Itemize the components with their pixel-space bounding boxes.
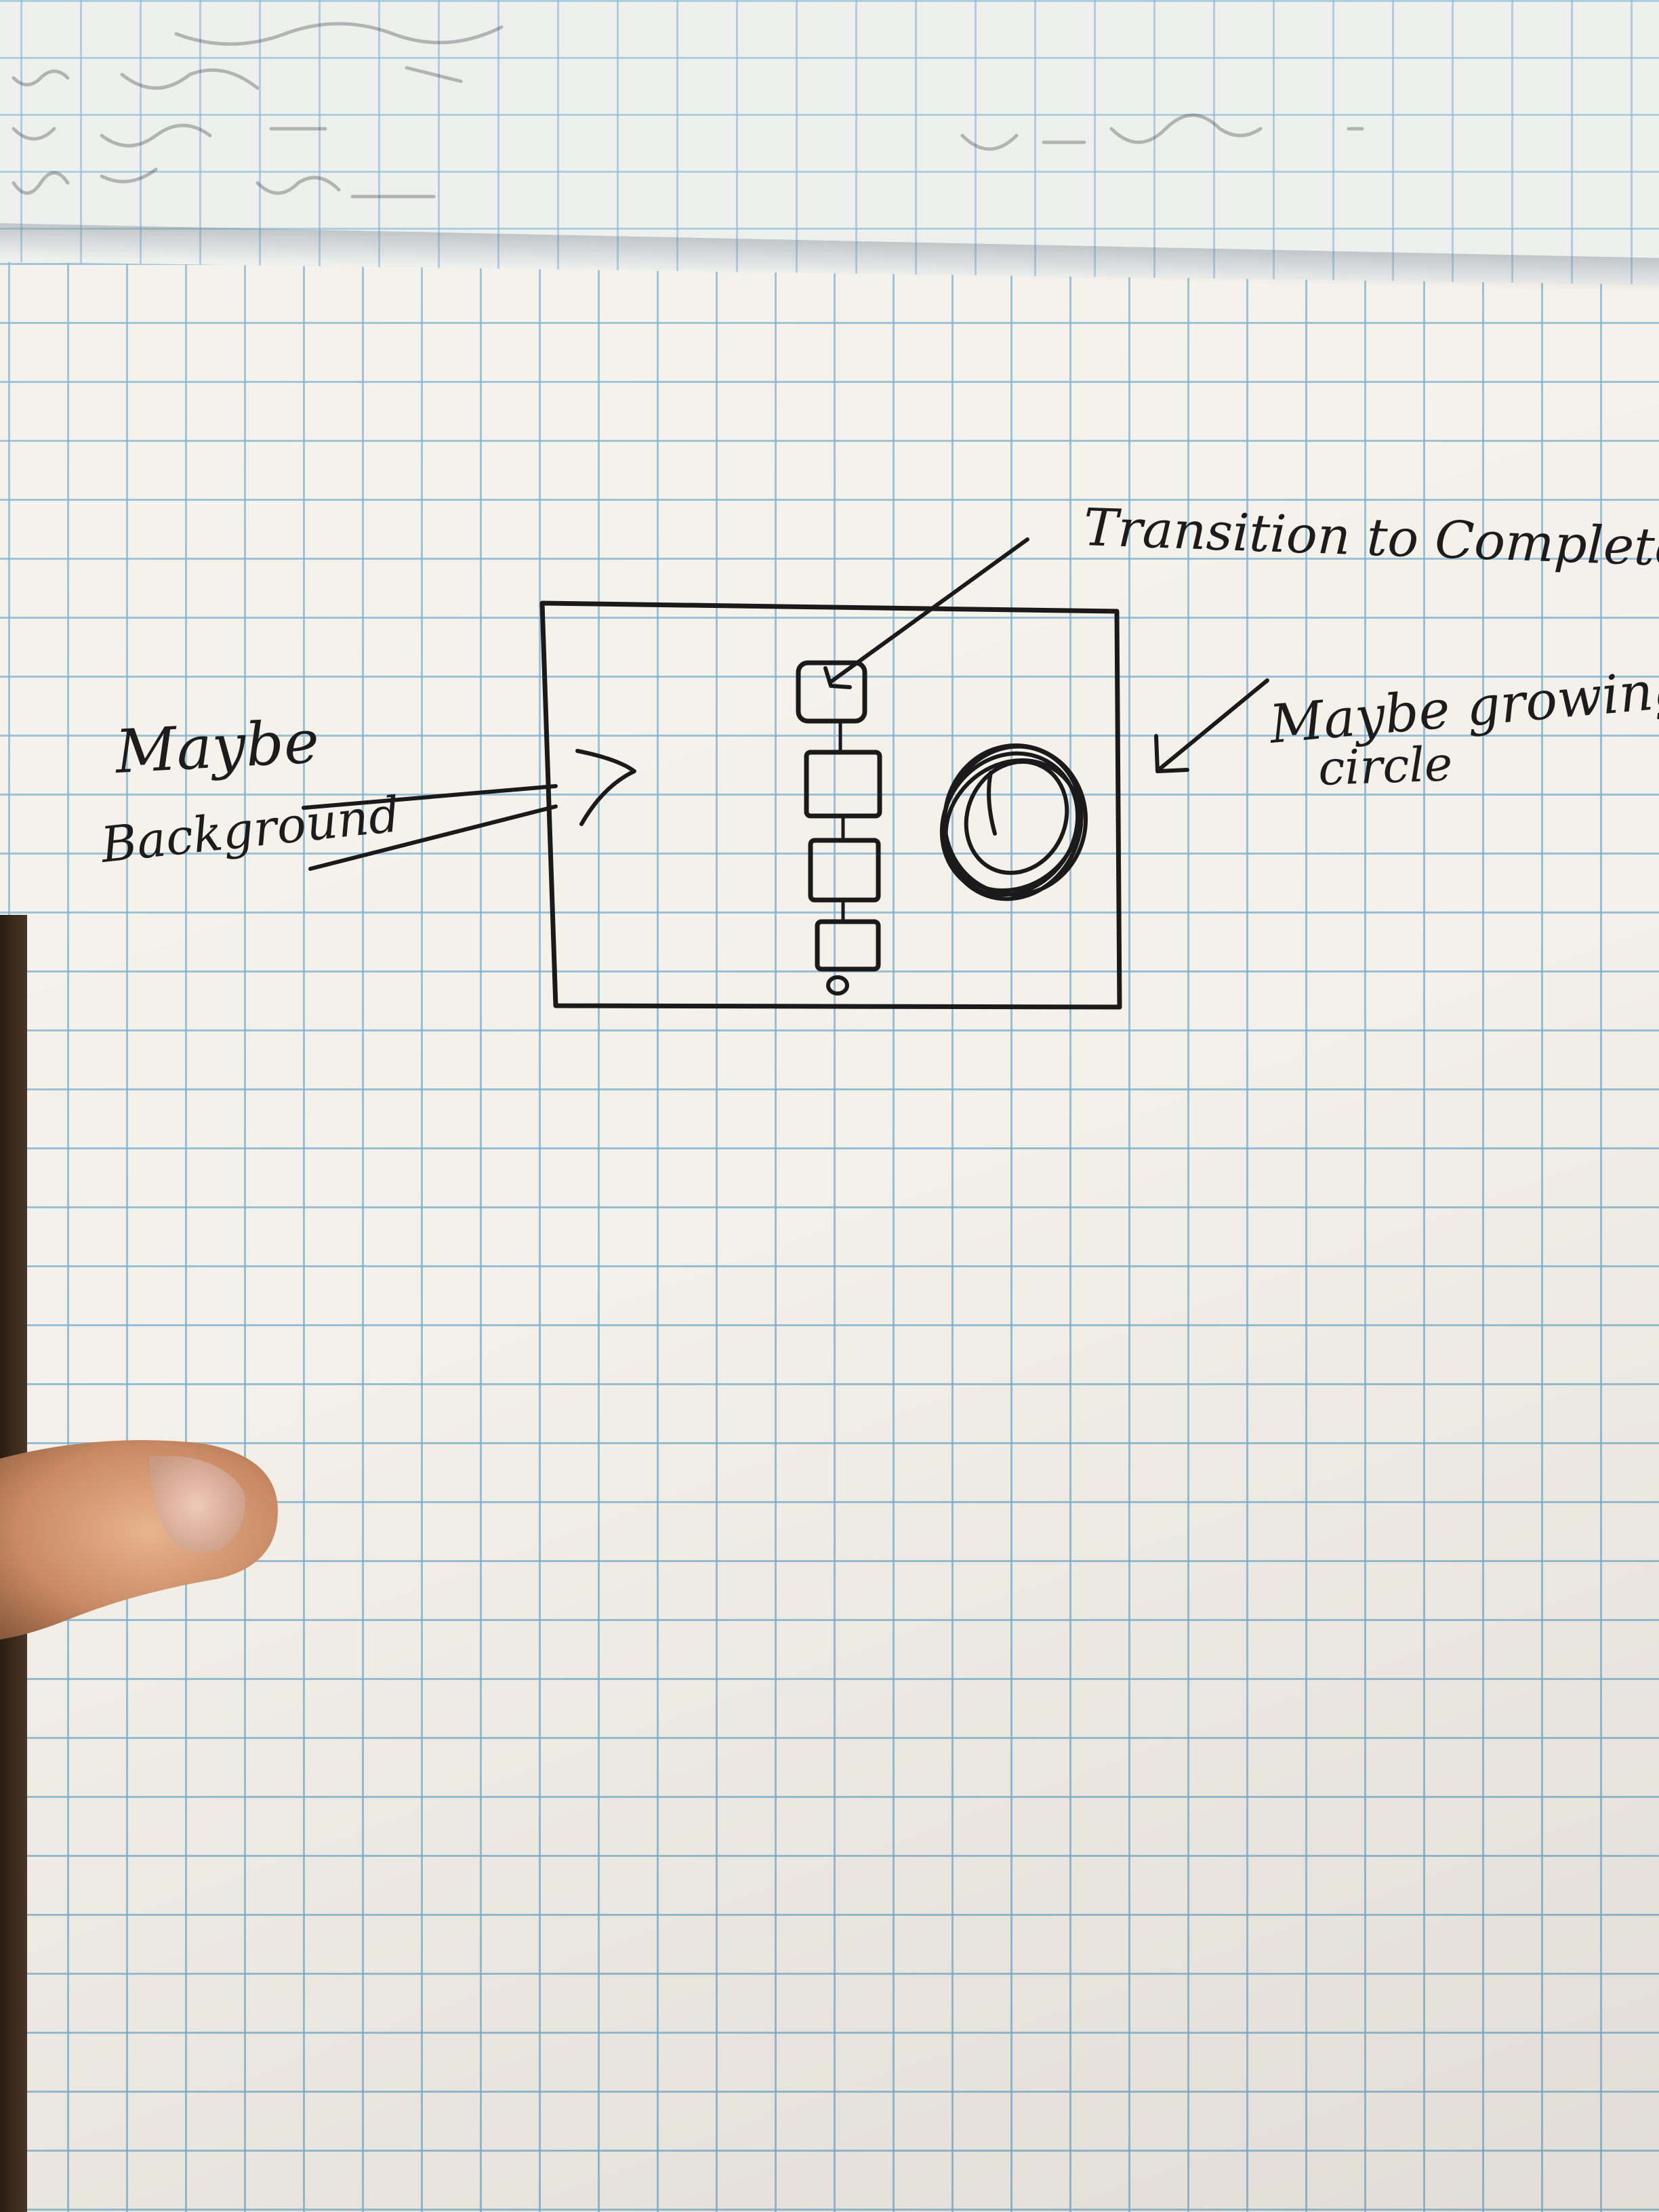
growing-circle (939, 743, 1088, 901)
small-dot (826, 975, 849, 996)
box-1 (796, 660, 867, 724)
stacked-boxes (796, 660, 882, 996)
transition-arrow (823, 537, 1029, 689)
thumb (0, 1440, 278, 1640)
box-2 (804, 750, 882, 819)
folded-previous-page (0, 0, 1659, 285)
background-arrow (302, 749, 636, 871)
label-maybe-left: Maybe (112, 706, 321, 787)
box-3 (808, 838, 881, 903)
box-4 (815, 919, 881, 972)
grid-paper-page (0, 258, 1659, 2212)
screen-frame (539, 600, 1122, 1010)
label-background: Background (97, 785, 403, 874)
label-transition: Transition to Complete (1082, 497, 1659, 578)
circle-arrow (1154, 678, 1269, 773)
label-circle: circle (1317, 736, 1454, 796)
previous-page-faint-writing (12, 22, 1364, 199)
